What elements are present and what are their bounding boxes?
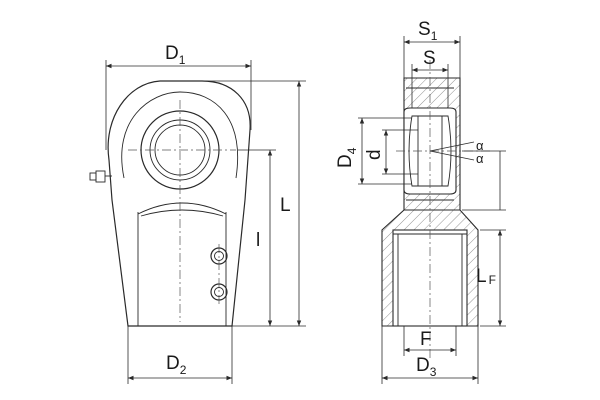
d-label: d xyxy=(364,149,385,160)
l-label: L xyxy=(280,195,291,216)
s-label: S xyxy=(423,48,436,69)
front-body-outline xyxy=(107,80,251,327)
d4-label: D4 xyxy=(335,147,359,168)
alpha-bottom-label: α xyxy=(476,151,484,166)
front-eye-inner-line xyxy=(121,91,238,179)
grease-nipple-icon xyxy=(89,170,112,183)
front-shank-top xyxy=(137,202,227,215)
side-bearing-ball xyxy=(408,115,452,187)
f-label: F xyxy=(420,329,432,350)
alpha-top-label: α xyxy=(476,138,484,153)
front-shank-top-inner xyxy=(140,209,224,217)
front-view: D1 L l D2 xyxy=(89,43,306,384)
d3-label: D3 xyxy=(416,355,437,379)
alpha-line-top xyxy=(429,141,475,152)
d1-label: D1 xyxy=(165,43,186,67)
alpha-line-bottom xyxy=(429,150,475,161)
d2-label: D2 xyxy=(166,353,187,377)
s1-label: S1 xyxy=(418,19,438,43)
lsmall-label: l xyxy=(256,230,260,251)
